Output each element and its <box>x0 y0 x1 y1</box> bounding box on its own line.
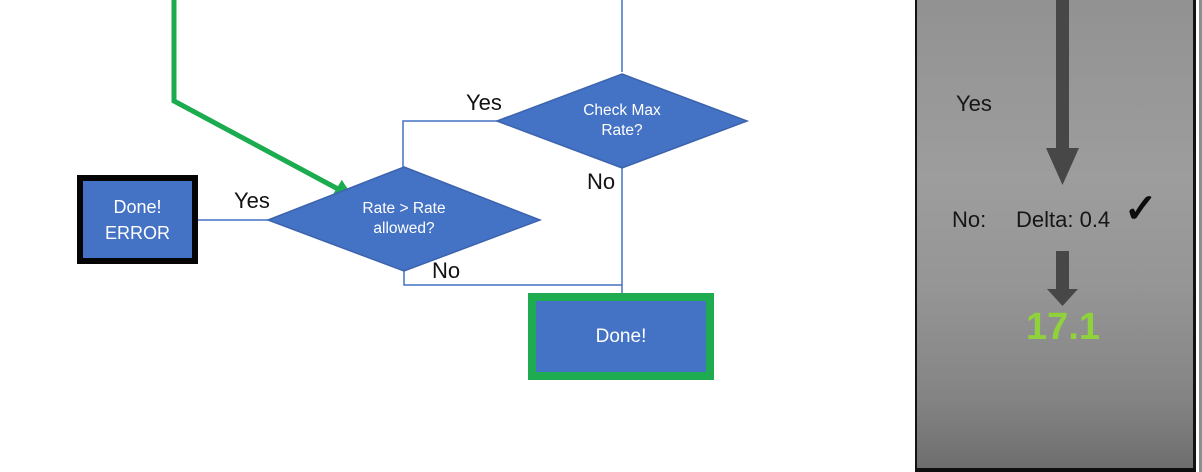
checkmark-icon: ✓ <box>1124 187 1158 231</box>
error-box-line2: ERROR <box>104 222 170 243</box>
panel-result-value: 17.1 <box>1026 306 1100 348</box>
branch-label-no-rate-allowed: No <box>432 258 461 283</box>
decision-label-check-max-rate: Check Max Rate? <box>537 98 707 144</box>
check-max-line1: Check Max <box>583 102 661 119</box>
terminal-box-done-error: Done! ERROR <box>77 175 198 264</box>
branch-label-yes-check-max: Yes <box>466 90 502 115</box>
panel-down-arrow-2-head <box>1047 289 1078 306</box>
decision-label-rate-allowed: Rate > Rate allowed? <box>319 196 489 242</box>
terminal-box-done: Done! <box>528 293 714 380</box>
error-box-line1: Done! <box>113 196 162 217</box>
branch-label-yes-rate-allowed: Yes <box>234 188 270 213</box>
panel-delta-value: Delta: 0.4 <box>1016 207 1111 232</box>
panel-down-arrow-1-head <box>1046 148 1079 185</box>
rate-allowed-line1: Rate > Rate <box>362 200 446 217</box>
check-max-line2: Rate? <box>601 122 643 139</box>
green-flow-arrow-line <box>171 0 340 192</box>
panel-no-label: No: <box>952 207 987 232</box>
decision-diamond-check-max-rate <box>494 73 750 169</box>
panel-down-arrow-2-shaft <box>1056 251 1069 289</box>
connector-no-rate-allowed-to-done <box>403 271 622 286</box>
branch-label-no-check-max: No <box>587 169 616 194</box>
done-box-label: Done! <box>595 325 647 347</box>
summary-panel <box>915 0 1196 472</box>
connector-yes-check-max-to-rate-allowed <box>402 120 497 167</box>
panel-down-arrow-1-shaft <box>1056 0 1069 148</box>
rate-allowed-line2: allowed? <box>373 220 435 237</box>
adjacent-panel-edge <box>1199 0 1202 472</box>
panel-yes-label: Yes <box>956 91 992 116</box>
decision-diamond-rate-allowed <box>265 166 543 272</box>
